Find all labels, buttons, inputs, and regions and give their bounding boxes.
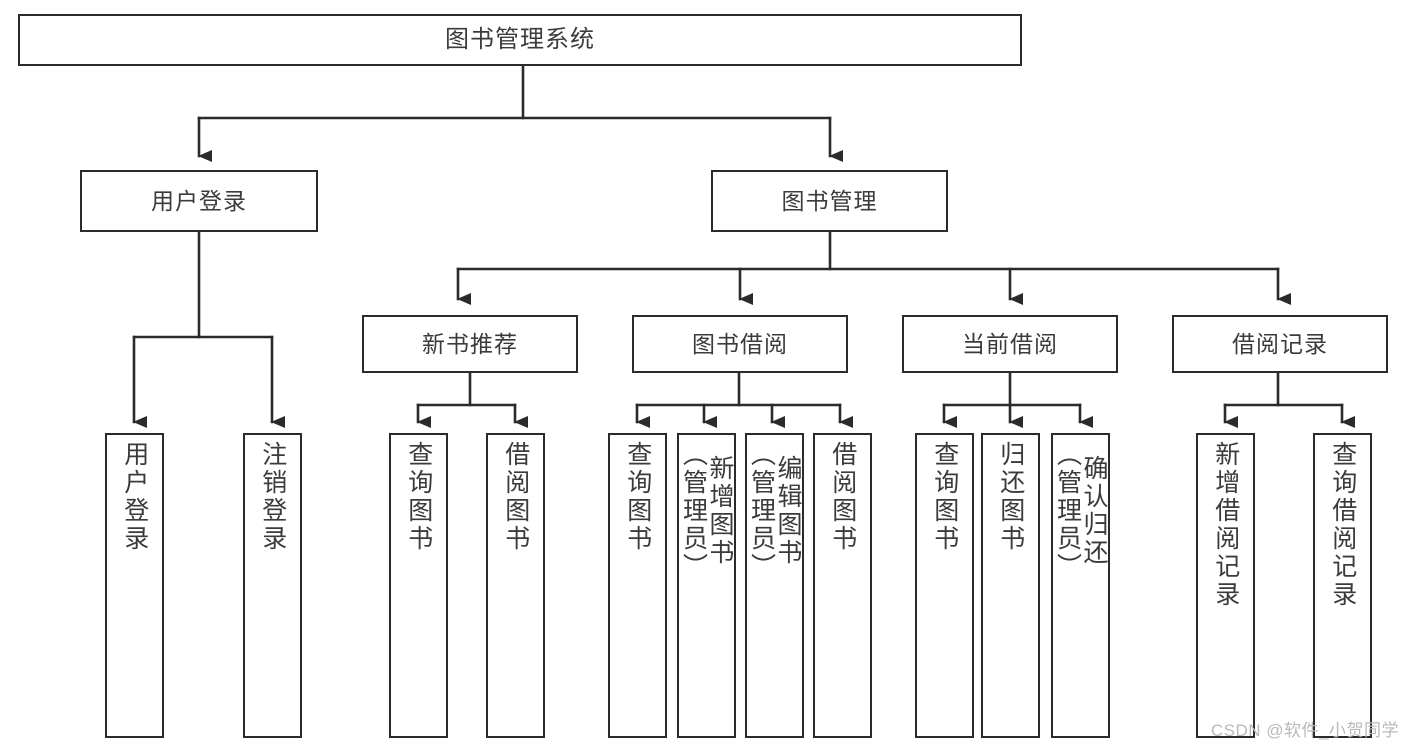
leaf-current-return-books[interactable]: 归还图书: [981, 433, 1040, 738]
leaf-current-query-books[interactable]: 查询图书: [915, 433, 974, 738]
leaf-borrow-borrow-books[interactable]: 借阅图书: [813, 433, 872, 738]
node-label: 编辑图书 （管理员）: [747, 441, 803, 581]
leaf-record-add-borrow-record[interactable]: 新增借阅记录: [1196, 433, 1255, 738]
leaf-user-login[interactable]: 用户登录: [105, 433, 164, 738]
leaf-newbook-borrow-books[interactable]: 借阅图书: [486, 433, 545, 738]
node-label: 图书借阅: [692, 330, 788, 357]
node-label: 借阅图书: [828, 441, 857, 553]
node-label: 查询图书: [623, 441, 652, 553]
leaf-logout-login[interactable]: 注销登录: [243, 433, 302, 738]
node-label: 查询图书: [404, 441, 433, 553]
node-label: 查询图书: [930, 441, 959, 553]
node-label: 注销登录: [258, 441, 287, 553]
node-book-management[interactable]: 图书管理: [711, 170, 948, 232]
node-label: 归还图书: [996, 441, 1025, 553]
node-borrow-record[interactable]: 借阅记录: [1172, 315, 1388, 373]
node-current-borrow[interactable]: 当前借阅: [902, 315, 1118, 373]
node-label: 借阅记录: [1232, 330, 1328, 357]
node-label: 新增图书 （管理员）: [679, 441, 735, 581]
node-new-book-recommend[interactable]: 新书推荐: [362, 315, 578, 373]
node-user-login[interactable]: 用户登录: [80, 170, 318, 232]
leaf-newbook-query-books[interactable]: 查询图书: [389, 433, 448, 738]
leaf-borrow-query-books[interactable]: 查询图书: [608, 433, 667, 738]
node-label: 新增借阅记录: [1211, 441, 1240, 609]
leaf-borrow-add-book-admin[interactable]: 新增图书 （管理员）: [677, 433, 736, 738]
node-label: 查询借阅记录: [1328, 441, 1357, 609]
leaf-borrow-edit-book-admin[interactable]: 编辑图书 （管理员）: [745, 433, 804, 738]
leaf-current-confirm-return-admin[interactable]: 确认归还 （管理员）: [1051, 433, 1110, 738]
node-label: 图书管理: [781, 187, 878, 214]
leaf-record-query-borrow-record[interactable]: 查询借阅记录: [1313, 433, 1372, 738]
node-label: 用户登录: [151, 187, 247, 214]
node-root-system[interactable]: 图书管理系统: [18, 14, 1022, 66]
node-label: 当前借阅: [962, 330, 1058, 357]
node-book-borrow[interactable]: 图书借阅: [632, 315, 848, 373]
node-label: 确认归还 （管理员）: [1053, 441, 1109, 581]
node-label: 用户登录: [120, 441, 149, 553]
node-label: 借阅图书: [501, 441, 530, 553]
node-label: 新书推荐: [422, 330, 518, 357]
node-label: 图书管理系统: [445, 26, 595, 54]
